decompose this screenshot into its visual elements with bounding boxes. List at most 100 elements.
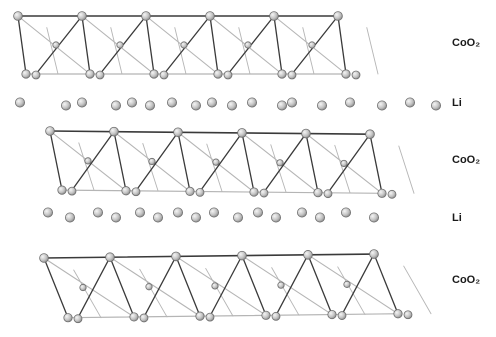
- lithium-atom: [315, 213, 324, 222]
- bond-edge: [370, 134, 382, 193]
- bond-edge: [140, 269, 167, 317]
- oxygen-atom: [132, 188, 140, 196]
- bond-edge: [242, 256, 266, 316]
- lithium-atom: [209, 208, 218, 217]
- bond-edge: [338, 16, 346, 74]
- cobalt-atom: [278, 282, 284, 288]
- lithium-atom: [377, 101, 386, 110]
- oxygen-atom: [150, 70, 158, 78]
- lithium-atom: [65, 213, 74, 222]
- bond-edge: [367, 28, 378, 74]
- oxygen-atom: [22, 70, 30, 78]
- lithium-atom: [253, 208, 262, 217]
- oxygen-atom: [58, 186, 66, 194]
- coo2-layer-bottom: [40, 250, 431, 323]
- cobalt-atom: [277, 160, 283, 166]
- oxygen-atom: [238, 251, 247, 260]
- bond-edge: [306, 134, 318, 193]
- bond-edge: [114, 132, 126, 191]
- bond-edge: [274, 16, 282, 74]
- oxygen-atom: [302, 129, 311, 138]
- oxygen-atom: [160, 71, 168, 79]
- oxygen-atom: [404, 311, 412, 319]
- oxygen-atom: [14, 12, 23, 21]
- lithium-atom: [93, 208, 102, 217]
- oxygen-atom: [214, 70, 222, 78]
- lithium-atom: [297, 208, 306, 217]
- oxygen-atom: [278, 70, 286, 78]
- oxygen-atom: [74, 315, 82, 323]
- bond-edge: [272, 268, 299, 316]
- oxygen-atom: [174, 128, 183, 137]
- bond-edge: [82, 16, 90, 74]
- cobalt-atom: [146, 284, 152, 290]
- coo2-layer-top: [14, 12, 378, 79]
- oxygen-atom: [172, 252, 181, 261]
- oxygen-atom: [196, 312, 204, 320]
- oxygen-atom: [46, 127, 55, 136]
- bond-edge: [239, 28, 250, 74]
- oxygen-atom: [68, 187, 76, 195]
- bond-edge: [404, 266, 431, 314]
- lithium-atom: [145, 101, 154, 110]
- bond-edge: [110, 257, 200, 316]
- layer-label-li-upper: Li: [452, 97, 462, 109]
- cobalt-atom: [213, 159, 219, 165]
- oxygen-atom: [140, 314, 148, 322]
- oxygen-atom: [130, 313, 138, 321]
- oxygen-atom: [260, 189, 268, 197]
- oxygen-atom: [142, 12, 151, 21]
- bond-edge: [111, 28, 122, 74]
- lithium-atom: [173, 208, 182, 217]
- lithium-atom: [191, 101, 200, 110]
- cobalt-atom: [212, 283, 218, 289]
- lithium-atom: [271, 213, 280, 222]
- oxygen-atom: [64, 314, 72, 322]
- oxygen-atom: [32, 71, 40, 79]
- lithium-atom: [345, 98, 354, 107]
- oxygen-atom: [196, 188, 204, 196]
- li-layer-upper: [15, 98, 440, 110]
- layer-label-coo2-top: CoO₂: [452, 37, 480, 49]
- lithium-atom: [207, 98, 216, 107]
- oxygen-atom: [110, 127, 119, 136]
- lithium-atom: [191, 213, 200, 222]
- bond-edge: [200, 133, 242, 191]
- bond-edge: [68, 314, 398, 318]
- lithium-atom: [233, 213, 242, 222]
- oxygen-atom: [288, 71, 296, 79]
- lithium-atom: [431, 101, 440, 110]
- oxygen-atom: [78, 12, 87, 21]
- oxygen-atom: [370, 250, 379, 259]
- oxygen-atom: [324, 190, 332, 198]
- oxygen-atom: [250, 188, 258, 196]
- cobalt-atom: [80, 284, 86, 290]
- layer-label-li-lower: Li: [452, 212, 462, 224]
- oxygen-atom: [338, 312, 346, 320]
- oxygen-atom: [238, 129, 247, 138]
- oxygen-atom: [86, 70, 94, 78]
- lithium-atom: [277, 101, 286, 110]
- cobalt-atom: [344, 281, 350, 287]
- layer-label-coo2-middle: CoO₂: [452, 154, 480, 166]
- oxygen-atom: [378, 189, 386, 197]
- lithium-atom: [369, 213, 378, 222]
- bond-edge: [50, 131, 62, 190]
- bond-edge: [136, 132, 178, 190]
- bond-edge: [79, 143, 94, 190]
- lithium-atom: [127, 98, 136, 107]
- bond-edge: [210, 16, 218, 74]
- lithium-atom: [153, 213, 162, 222]
- oxygen-atom: [106, 253, 115, 262]
- lithium-atom: [167, 98, 176, 107]
- bond-edge: [374, 254, 398, 314]
- oxygen-atom: [352, 71, 360, 79]
- bond-edge: [308, 255, 332, 315]
- bond-edge: [175, 28, 186, 74]
- bond-edge: [399, 146, 414, 193]
- lithium-atom: [111, 101, 120, 110]
- oxygen-atom: [186, 187, 194, 195]
- bond-edge: [146, 16, 154, 74]
- lithium-atom: [77, 98, 86, 107]
